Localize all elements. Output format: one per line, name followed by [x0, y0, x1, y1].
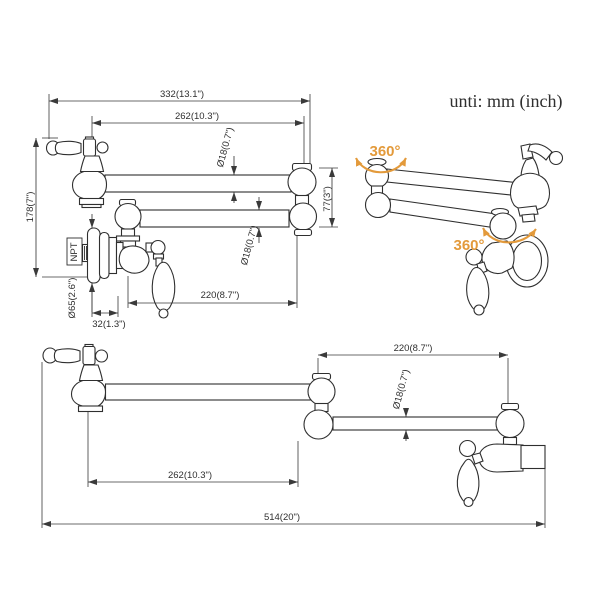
- perspective-lower-arm: [389, 198, 497, 229]
- dim-overall-width: 332(13.1"): [160, 89, 204, 100]
- extension-lines-bottom: [41, 358, 546, 528]
- dim-wall-offset: 32(1.3"): [92, 319, 125, 330]
- dim-overall-length: 514(20"): [264, 512, 300, 523]
- upper-arm: [104, 174, 292, 193]
- unit-label: unti: mm (inch): [450, 91, 563, 112]
- dim-height: 178(7"): [25, 192, 36, 223]
- valve-body: [118, 245, 150, 274]
- top-view-faucet: [42, 343, 546, 508]
- npt-label: NPT: [69, 242, 80, 261]
- top-view-wall-mount: [456, 402, 546, 508]
- top-view-valve-handle: [456, 458, 480, 504]
- second-arm: [332, 416, 501, 431]
- dim-first-arm: 262(10.3"): [168, 470, 212, 481]
- wall-connector: [520, 444, 546, 470]
- top-view-spout-head: [42, 343, 109, 413]
- top-view-center-joint: [303, 372, 336, 440]
- perspective-center-joint: [364, 157, 392, 219]
- dim-lower-arm: 220(8.7"): [201, 290, 240, 301]
- top-view-diagram: 220(8.7") Ø18(0.7") 262(10.3") 514(20"): [41, 343, 546, 528]
- perspective-wall-mount: [465, 207, 549, 316]
- rotation-label-top: 360°: [369, 143, 400, 160]
- npt-box: [66, 237, 83, 266]
- dim-pipe-diameter-lower: Ø18(0.7"): [239, 224, 260, 266]
- dim-flange-diameter: Ø65(2.6"): [67, 278, 78, 319]
- wall-flange: [86, 227, 101, 284]
- dim-arm-offset: 77(3"): [322, 186, 333, 212]
- perspective-view: unti: mm (inch): [355, 91, 564, 316]
- rotation-arrow-bottom: [482, 227, 537, 244]
- side-view-diagram: 332(13.1") 262(10.3") 178(7") 77(3") Ø18…: [25, 89, 338, 330]
- rotation-arrow-top: [355, 157, 407, 174]
- handle-lever: [54, 140, 82, 156]
- perspective-upper-arm: [386, 168, 521, 197]
- top-view-dimensions: 220(8.7") Ø18(0.7") 262(10.3") 514(20"): [42, 343, 545, 527]
- valve-handle: [151, 261, 176, 312]
- first-arm: [104, 383, 312, 401]
- perspective-valve-handle: [466, 266, 490, 312]
- dim-pipe-diameter: Ø18(0.7"): [391, 368, 412, 410]
- perspective-spout-head: [509, 143, 564, 223]
- dim-arm-span: 262(10.3"): [175, 111, 219, 122]
- dim-second-arm: 220(8.7"): [394, 343, 433, 354]
- lower-arm: [139, 209, 290, 228]
- end-joint: [287, 162, 318, 237]
- dim-pipe-diameter-upper: Ø18(0.7"): [215, 126, 236, 168]
- side-view-faucet: [45, 136, 318, 319]
- wall-mount-assembly: [81, 227, 176, 319]
- rotation-label-bottom: 360°: [453, 237, 484, 254]
- spout-head: [45, 136, 109, 209]
